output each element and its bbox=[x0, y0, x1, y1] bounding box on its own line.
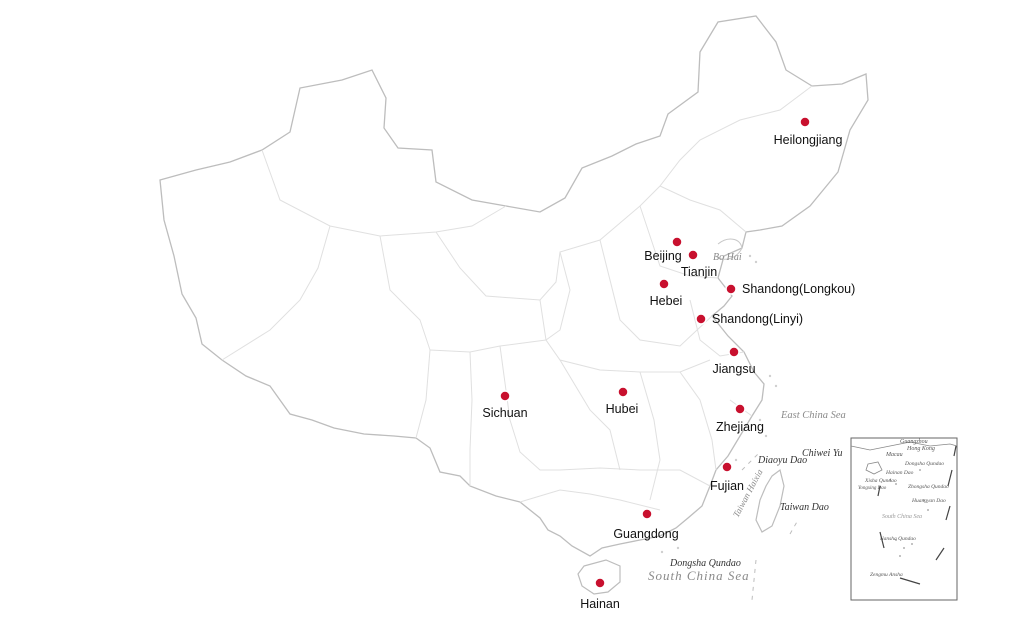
dongsha-qundao-label: Dongsha Qundao bbox=[669, 558, 741, 569]
marker-beijing[interactable]: Beijing bbox=[644, 236, 683, 263]
diaoyu-dao-label: Diaoyu Dao bbox=[757, 455, 807, 466]
marker-dot bbox=[594, 577, 606, 589]
marker-label: Fujian bbox=[710, 479, 744, 493]
marker-label: Jiangsu bbox=[712, 362, 755, 376]
marker-label: Tianjin bbox=[681, 265, 717, 279]
inset-yongxing-dao: Yongxing Dao bbox=[858, 486, 887, 491]
marker-label: Beijing bbox=[644, 249, 682, 263]
inset-dashed-line bbox=[877, 445, 957, 585]
marker-label: Hebei bbox=[650, 294, 683, 308]
inset-guangzhou: Guangzhou bbox=[900, 439, 928, 445]
bo-hai-label: Bo Hai bbox=[713, 252, 742, 263]
marker-guangdong[interactable]: Guangdong bbox=[613, 508, 679, 541]
marker-hubei[interactable]: Hubei bbox=[606, 386, 639, 416]
inset-xisha-qundao: Xisha Qundao bbox=[864, 478, 897, 484]
marker-dot bbox=[671, 236, 683, 248]
marker-dot bbox=[734, 403, 746, 415]
inset-hong-kong: Hong Kong bbox=[906, 446, 935, 452]
marker-dot bbox=[728, 346, 740, 358]
inset-islands bbox=[889, 469, 929, 557]
marker-label: Shandong(Longkou) bbox=[742, 282, 855, 296]
marker-dot bbox=[799, 116, 811, 128]
marker-label: Sichuan bbox=[482, 406, 527, 420]
marker-dot bbox=[617, 386, 629, 398]
marker-fujian[interactable]: Fujian bbox=[710, 461, 744, 493]
marker-dot bbox=[499, 390, 511, 402]
marker-dot bbox=[695, 313, 707, 325]
marker-hebei[interactable]: Hebei bbox=[650, 278, 683, 308]
inset-map: Guangzhou Hong Kong Macau Dongsha Qundao… bbox=[850, 437, 958, 601]
marker-label: Hubei bbox=[606, 402, 639, 416]
marker-label: Guangdong bbox=[613, 527, 678, 541]
marker-label: Hainan bbox=[580, 597, 620, 611]
marker-tianjin[interactable]: Tianjin bbox=[681, 249, 717, 279]
inset-zengmu-ansha: Zengmu Ansha bbox=[870, 572, 903, 578]
inset-south-china-sea: South China Sea bbox=[882, 514, 922, 520]
inset-coastline bbox=[850, 441, 958, 451]
south-china-sea-label: South China Sea bbox=[648, 568, 750, 583]
marker-dot bbox=[641, 508, 653, 520]
small-islands bbox=[660, 254, 778, 554]
province-boundaries bbox=[221, 85, 813, 511]
taiwan-dao-label: Taiwan Dao bbox=[780, 502, 829, 513]
marker-zhejiang[interactable]: Zhejiang bbox=[716, 403, 764, 434]
marker-dot bbox=[721, 461, 733, 473]
inset-huangyan-dao: Huangyan Dao bbox=[911, 498, 946, 504]
marker-dot bbox=[658, 278, 670, 290]
inset-macau: Macau bbox=[885, 452, 903, 458]
location-markers: Heilongjiang Beijing Tianjin Hebei Shand… bbox=[482, 115, 855, 611]
marker-jiangsu[interactable]: Jiangsu bbox=[712, 346, 756, 376]
chiwei-yu-label: Chiwei Yu bbox=[802, 448, 842, 459]
marker-dot bbox=[687, 249, 699, 261]
inset-hainan-dao: Hainan Dao bbox=[885, 470, 914, 476]
inset-dongsha-qundao: Dongsha Qundao bbox=[904, 461, 944, 467]
marker-dot bbox=[725, 283, 737, 295]
bo-hai-coast bbox=[715, 238, 743, 260]
hainan-island bbox=[577, 559, 621, 595]
inset-zhongsha-qundao: Zhongsha Qundao bbox=[908, 484, 949, 490]
marker-label: Zhejiang bbox=[716, 420, 764, 434]
inset-nansha-qundao: Nansha Qundao bbox=[879, 536, 916, 542]
marker-label: Shandong(Linyi) bbox=[712, 312, 803, 326]
marker-label: Heilongjiang bbox=[774, 133, 843, 147]
marker-heilongjiang[interactable]: Heilongjiang bbox=[774, 115, 843, 148]
east-china-sea-label: East China Sea bbox=[780, 410, 846, 421]
marker-shandong-longkou[interactable]: Shandong(Longkou) bbox=[725, 282, 855, 296]
marker-hainan[interactable]: Hainan bbox=[580, 577, 620, 611]
marker-shandong-linyi[interactable]: Shandong(Linyi) bbox=[695, 312, 803, 326]
maritime-dashed-line bbox=[741, 451, 799, 601]
taiwan-island bbox=[755, 468, 785, 533]
marker-sichuan[interactable]: Sichuan bbox=[482, 390, 528, 420]
inset-hainan bbox=[865, 461, 883, 475]
